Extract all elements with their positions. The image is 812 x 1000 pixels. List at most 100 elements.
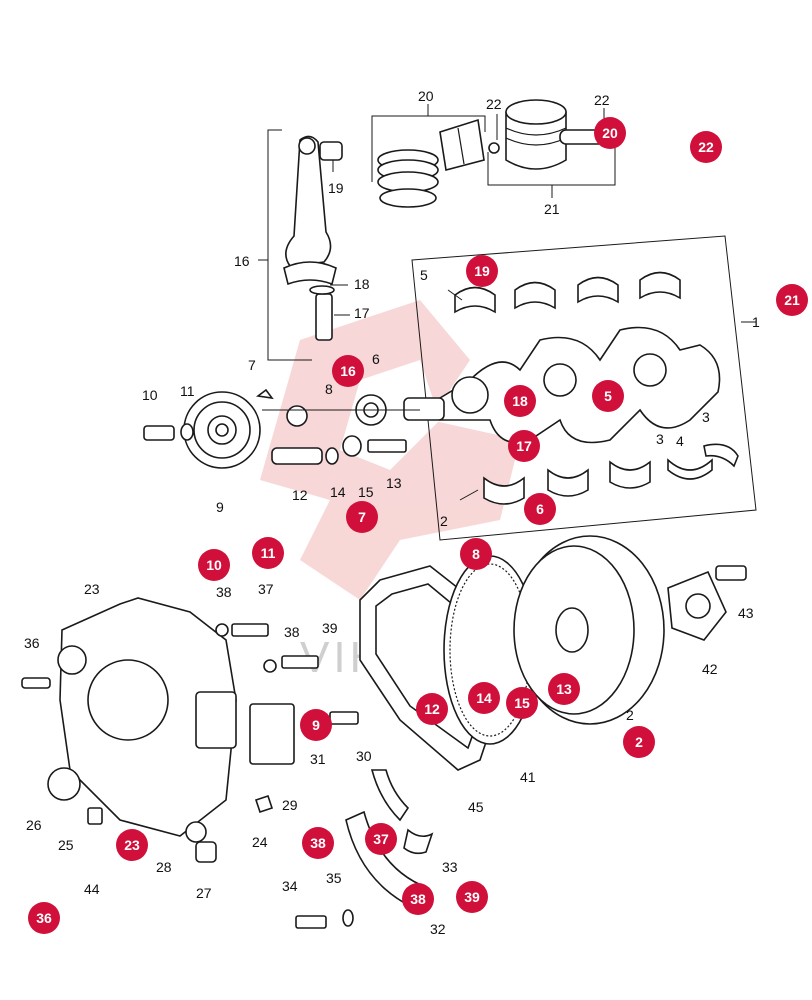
- callout-label: 19: [328, 180, 344, 196]
- callout-label: 36: [24, 635, 40, 651]
- badge: 7: [346, 501, 378, 533]
- callout-label: 13: [386, 475, 402, 491]
- svg-text:37: 37: [373, 831, 389, 847]
- callout-label: 4: [676, 433, 684, 449]
- callout-label: 22: [486, 96, 502, 112]
- callout-label: 39: [322, 620, 338, 636]
- bearing-panel: [403, 235, 757, 541]
- badge: 20: [594, 117, 626, 149]
- badge: 21: [776, 284, 808, 316]
- svg-text:14: 14: [476, 690, 492, 706]
- callout-label: 14: [330, 484, 346, 500]
- engine-plate-group: [21, 597, 359, 863]
- callout-label: 42: [702, 661, 718, 677]
- callout-label: 9: [216, 499, 224, 515]
- callout-label: 44: [84, 881, 100, 897]
- callout-label: 21: [544, 201, 560, 217]
- callout-label: 27: [196, 885, 212, 901]
- callout-label: 33: [442, 859, 458, 875]
- badge: 23: [116, 829, 148, 861]
- svg-text:8: 8: [472, 546, 480, 562]
- callout-label: 37: [258, 581, 274, 597]
- callout-label: 17: [354, 305, 370, 321]
- callout-label: 38: [216, 584, 232, 600]
- svg-text:17: 17: [516, 438, 532, 454]
- connecting-rod-group: [258, 129, 350, 361]
- badge: 39: [456, 881, 488, 913]
- badge: 13: [548, 673, 580, 705]
- svg-text:10: 10: [206, 557, 222, 573]
- callout-label: 2: [626, 707, 634, 723]
- svg-text:36: 36: [36, 910, 52, 926]
- red-badges: 19 21 22 20 16 18 5 17 6 7 10 11 8 12 14…: [28, 117, 808, 934]
- callout-label: 11: [180, 383, 195, 399]
- callout-label: 22: [594, 92, 610, 108]
- badge: 5: [592, 380, 624, 412]
- badge: 22: [690, 131, 722, 163]
- callout-label: 26: [26, 817, 42, 833]
- badge: 10: [198, 549, 230, 581]
- callout-label: 25: [58, 837, 74, 853]
- svg-text:39: 39: [464, 889, 480, 905]
- callout-label: 34: [282, 878, 298, 894]
- callout-label: 5: [420, 267, 428, 283]
- callout-label: 31: [310, 751, 326, 767]
- svg-text:5: 5: [604, 388, 612, 404]
- callout-label: 15: [358, 484, 374, 500]
- callout-label: 43: [738, 605, 754, 621]
- svg-text:38: 38: [410, 891, 426, 907]
- callout-label: 20: [418, 88, 434, 104]
- callout-labels: 1 2 2 3 3 4 5 6 7 8 9 10 11 12 13 14 15 …: [24, 88, 760, 937]
- callout-label: 2: [440, 513, 448, 529]
- callout-label: 23: [84, 581, 100, 597]
- callout-label: 24: [252, 834, 268, 850]
- badge: 15: [506, 687, 538, 719]
- badge: 36: [28, 902, 60, 934]
- badge: 19: [466, 255, 498, 287]
- callout-label: 45: [468, 799, 484, 815]
- badge: 6: [524, 493, 556, 525]
- badge: 8: [460, 538, 492, 570]
- callout-label: 16: [234, 253, 250, 269]
- svg-text:20: 20: [602, 125, 618, 141]
- svg-text:15: 15: [514, 695, 530, 711]
- callout-label: 7: [248, 357, 256, 373]
- callout-label: 3: [656, 431, 664, 447]
- svg-text:21: 21: [784, 292, 800, 308]
- svg-text:11: 11: [261, 545, 276, 561]
- badge: 2: [623, 726, 655, 758]
- svg-text:7: 7: [358, 509, 366, 525]
- piston-group: [371, 99, 616, 208]
- svg-text:2: 2: [635, 734, 643, 750]
- callout-label: 6: [372, 351, 380, 367]
- callout-label: 10: [142, 387, 158, 403]
- badge: 17: [508, 430, 540, 462]
- badge: 18: [504, 385, 536, 417]
- svg-text:19: 19: [474, 263, 490, 279]
- badge: 11: [252, 537, 284, 569]
- callout-label: 18: [354, 276, 370, 292]
- callout-label: 30: [356, 748, 372, 764]
- svg-text:13: 13: [556, 681, 572, 697]
- badge: 9: [300, 709, 332, 741]
- badge: 38: [402, 883, 434, 915]
- svg-text:22: 22: [698, 139, 714, 155]
- flywheel-group: [359, 535, 747, 771]
- svg-text:6: 6: [536, 501, 544, 517]
- badge: 14: [468, 682, 500, 714]
- svg-text:16: 16: [340, 363, 356, 379]
- callout-label: 38: [284, 624, 300, 640]
- badge: 38: [302, 827, 334, 859]
- svg-text:12: 12: [424, 701, 440, 717]
- callout-label: 35: [326, 870, 342, 886]
- callout-label: 41: [520, 769, 536, 785]
- svg-text:18: 18: [512, 393, 528, 409]
- callout-label: 29: [282, 797, 298, 813]
- badge: 37: [365, 823, 397, 855]
- svg-text:38: 38: [310, 835, 326, 851]
- svg-text:23: 23: [124, 837, 140, 853]
- callout-label: 1: [752, 314, 760, 330]
- svg-text:9: 9: [312, 717, 320, 733]
- callout-label: 12: [292, 487, 308, 503]
